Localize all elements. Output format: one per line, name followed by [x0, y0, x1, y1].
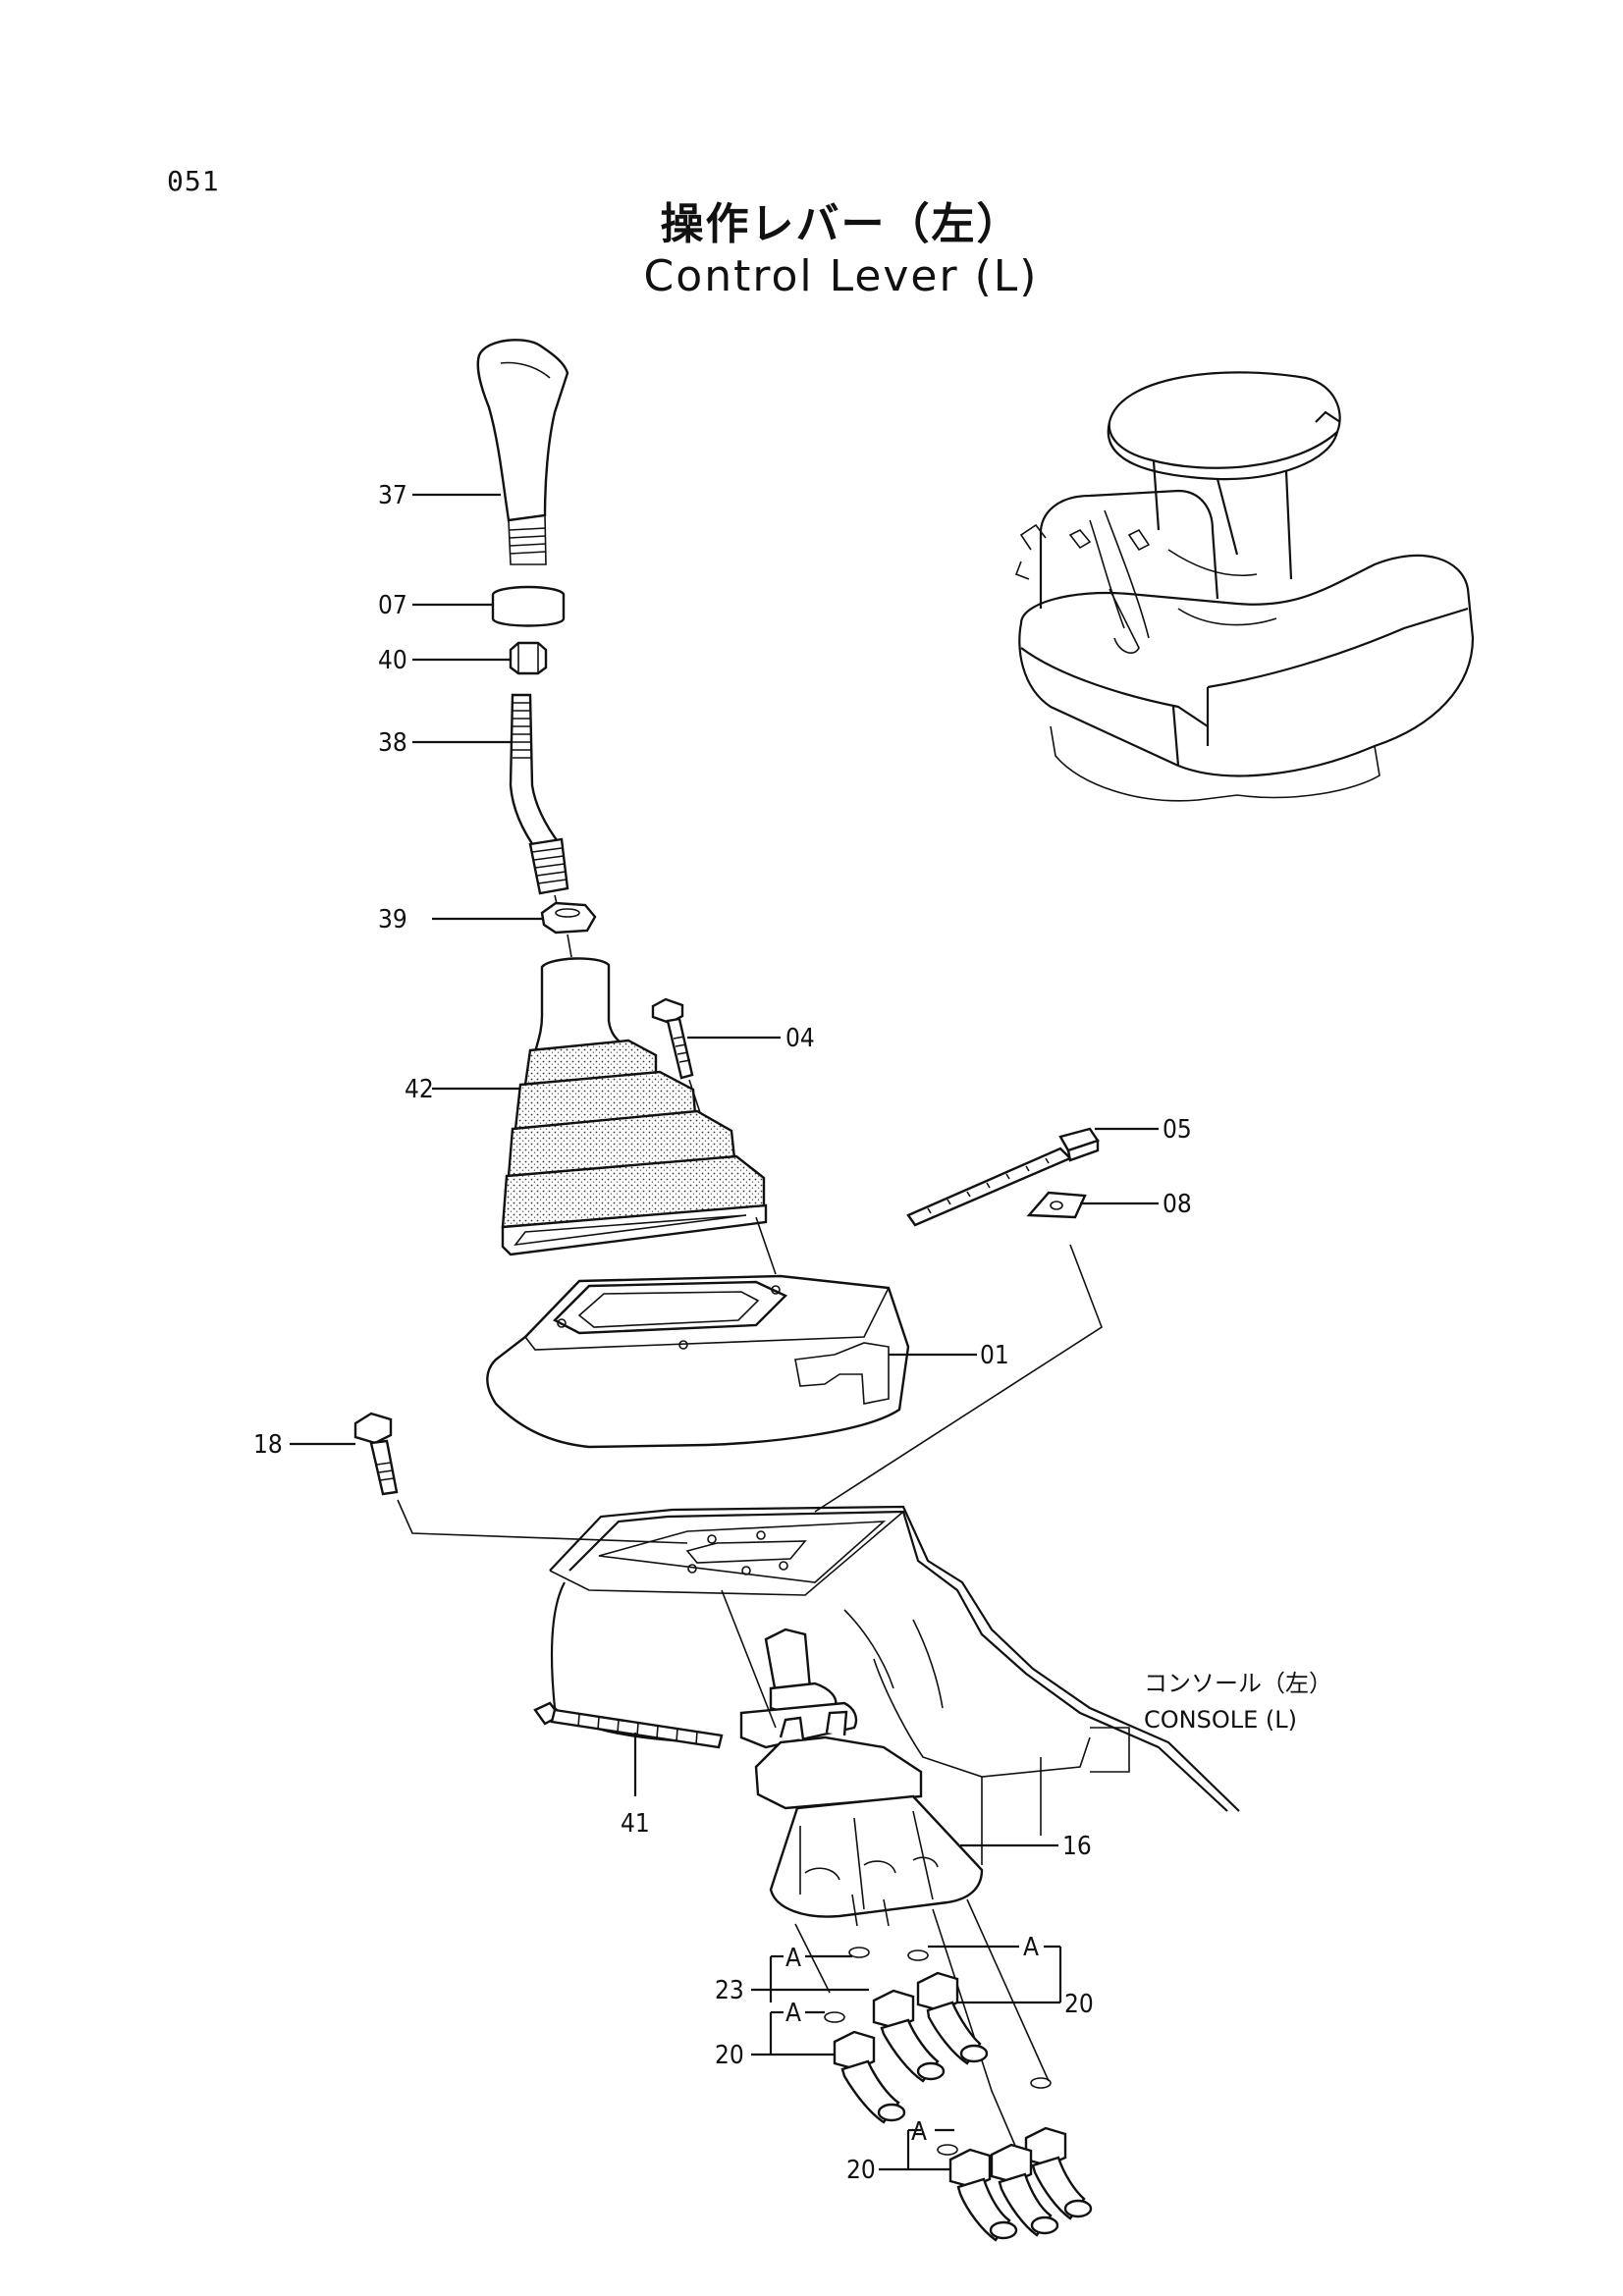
- ref-mark-a-2: A: [1023, 1933, 1039, 1962]
- part-05-cable-tie: [906, 1127, 1100, 1227]
- label-part-07: 07: [378, 591, 407, 620]
- part-42-boot: [501, 957, 768, 1256]
- ref-mark-a-1: A: [785, 1944, 801, 1973]
- part-38-rod: [509, 693, 569, 895]
- label-part-16: 16: [1062, 1832, 1092, 1861]
- label-part-23: 23: [715, 1976, 744, 2005]
- part-39-nut: [540, 901, 597, 934]
- title-japanese: 操作レバー（左）: [660, 199, 1022, 249]
- reference-callouts: A A A A: [769, 1933, 1062, 2169]
- part-41-cable-tie: [533, 1701, 724, 1749]
- elbow-fittings: [833, 1971, 1093, 2242]
- label-part-04: 04: [785, 1024, 815, 1053]
- ref-mark-a-3: A: [785, 1999, 801, 2028]
- label-part-40: 40: [378, 646, 407, 675]
- label-part-08: 08: [1163, 1190, 1192, 1219]
- part-18-bolt: [353, 1412, 399, 1496]
- label-part-41: 41: [621, 1809, 650, 1839]
- label-part-05: 05: [1163, 1115, 1192, 1145]
- console-label-en: CONSOLE (L): [1144, 1706, 1297, 1734]
- machine-overview-inset: [1014, 371, 1475, 802]
- label-part-37: 37: [378, 481, 407, 510]
- ref-mark-a-4: A: [911, 2117, 927, 2147]
- label-part-20-bottom: 20: [846, 2156, 876, 2185]
- label-part-20-right: 20: [1064, 1990, 1094, 2019]
- label-part-39: 39: [378, 905, 407, 934]
- page-number: 051: [167, 165, 220, 197]
- label-part-20-left: 20: [715, 2041, 744, 2070]
- label-part-01: 01: [980, 1341, 1009, 1370]
- console-housing: [549, 1505, 1240, 1865]
- part-16-pilot-valve: [739, 1628, 984, 1927]
- part-01-cover: [486, 1274, 910, 1449]
- part-37-knob: [476, 339, 569, 565]
- console-label-jp: コンソール（左）: [1144, 1670, 1332, 1697]
- label-part-38: 38: [378, 728, 407, 758]
- label-part-42: 42: [405, 1075, 434, 1104]
- part-08-clip: [1026, 1191, 1087, 1219]
- title-english: Control Lever (L): [643, 251, 1039, 301]
- part-04-bolt: [651, 997, 694, 1080]
- part-07-cap: [491, 585, 566, 627]
- label-part-18: 18: [253, 1430, 283, 1460]
- part-40-nut: [509, 641, 548, 675]
